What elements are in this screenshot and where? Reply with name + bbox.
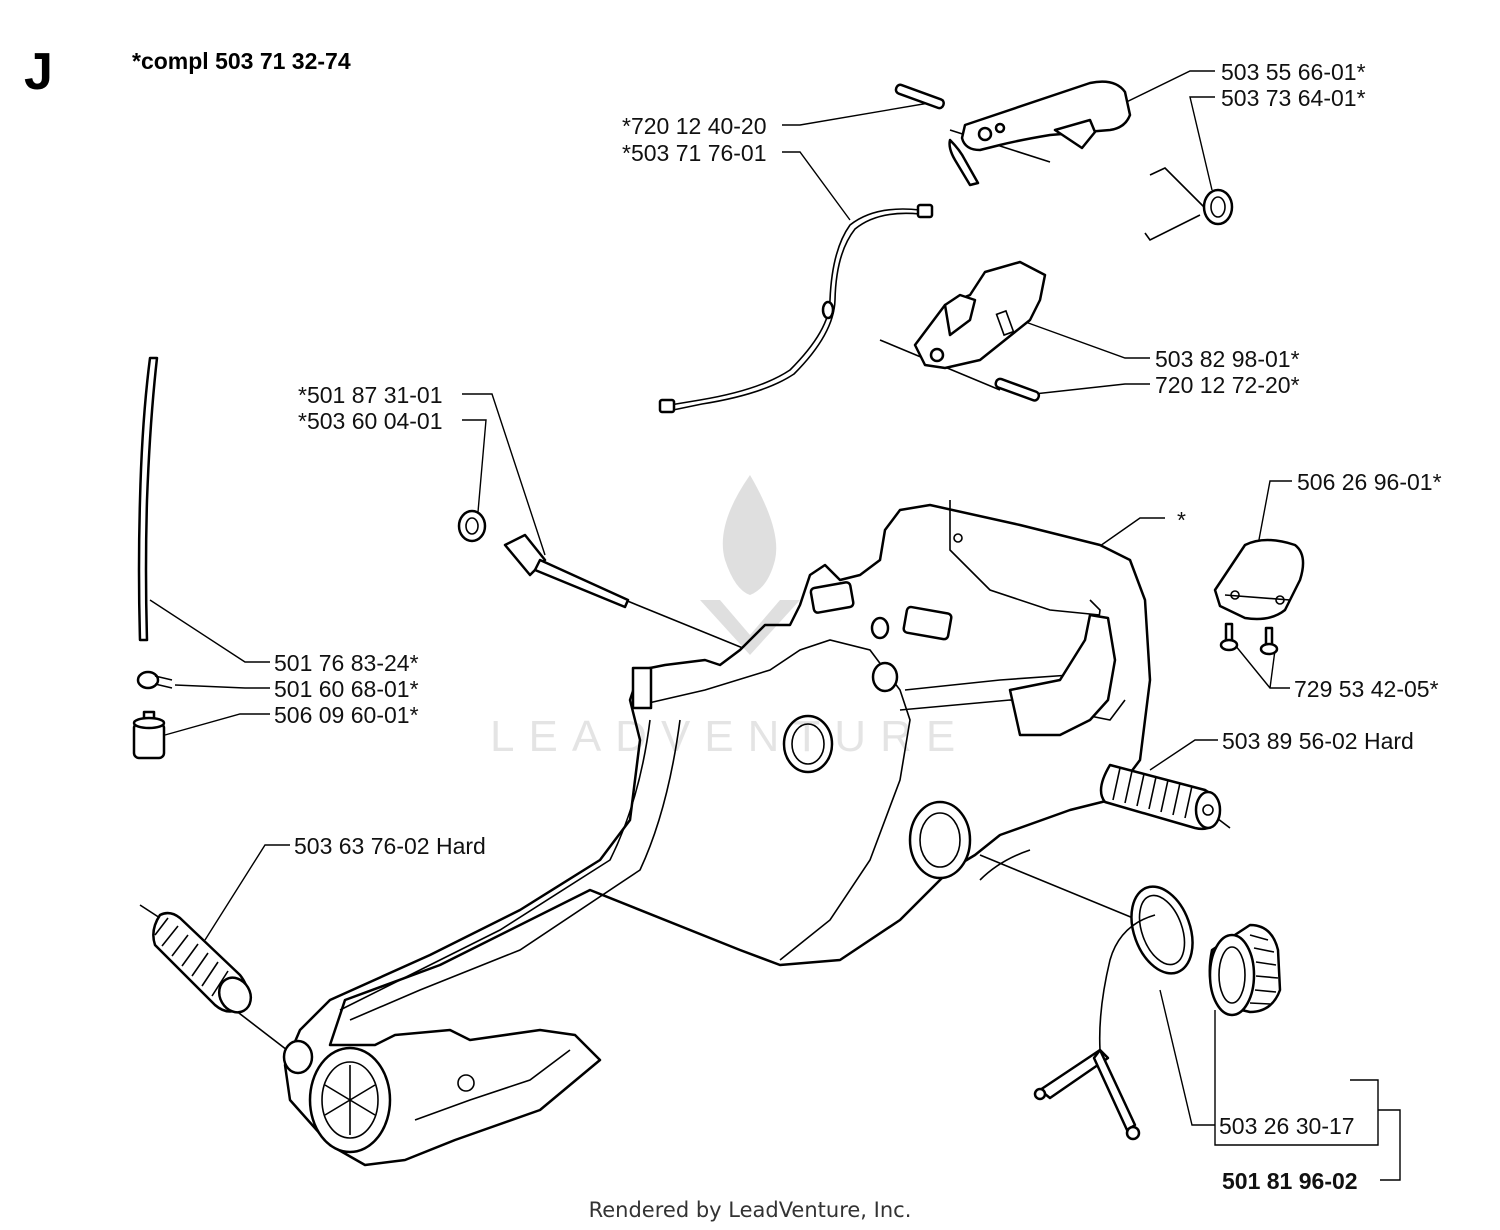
part-label-501-87-31-01: *501 87 31-01 (298, 382, 443, 408)
part-label-729-53-42-05: 729 53 42-05* (1294, 676, 1439, 702)
part-label-720-12-40-20: *720 12 40-20 (622, 113, 767, 139)
part-label-506-09-60-01: 506 09 60-01* (274, 702, 419, 728)
footer-credit: Rendered by LeadVenture, Inc. (588, 1198, 912, 1222)
part-label-503-55-66-01: 503 55 66-01* (1221, 59, 1366, 85)
throttle-lockout (913, 260, 1047, 402)
throttle-trigger (894, 80, 1132, 187)
front-anti-vibration-spring (152, 911, 253, 1014)
part-label-asterisk: * (1177, 507, 1186, 533)
chain-guard-plate (1213, 538, 1305, 621)
part-label-501-81-96-02: 501 81 96-02 (1222, 1168, 1358, 1194)
stop-cable (658, 203, 934, 414)
part-label-506-26-96-01: 506 26 96-01* (1297, 469, 1442, 495)
rear-anti-vibration-spring (1099, 763, 1222, 831)
oil-pump-plug (457, 509, 630, 609)
hose-clamp (136, 670, 173, 690)
part-label-503-63-76-02-hard: 503 63 76-02 Hard (294, 833, 486, 859)
part-label-503-26-30-17: 503 26 30-17 (1219, 1113, 1355, 1139)
fuel-filter (132, 710, 166, 760)
fuel-cap-assembly (1033, 885, 1282, 1141)
assembly-title: *compl 503 71 32-74 (132, 48, 351, 74)
screws (1219, 622, 1279, 656)
part-label-720-12-72-20: 720 12 72-20* (1155, 372, 1300, 398)
leadventure-logo-watermark (700, 475, 800, 655)
tank-housing (282, 500, 1152, 1167)
part-label-501-60-68-01: 501 60 68-01* (274, 676, 419, 702)
part-label-503-89-56-02-hard: 503 89 56-02 Hard (1222, 728, 1414, 754)
part-label-503-82-98-01: 503 82 98-01* (1155, 346, 1300, 372)
watermark-text: LEADVENTURE (490, 712, 970, 761)
part-label-503-73-64-01: 503 73 64-01* (1221, 85, 1366, 111)
part-label-501-76-83-24: 501 76 83-24* (274, 650, 419, 676)
section-letter: J (24, 43, 53, 101)
fuel-hose (137, 356, 159, 642)
trigger-spring (1144, 167, 1234, 242)
part-label-503-71-76-01: *503 71 76-01 (622, 140, 767, 166)
part-label-503-60-04-01: *503 60 04-01 (298, 408, 443, 434)
